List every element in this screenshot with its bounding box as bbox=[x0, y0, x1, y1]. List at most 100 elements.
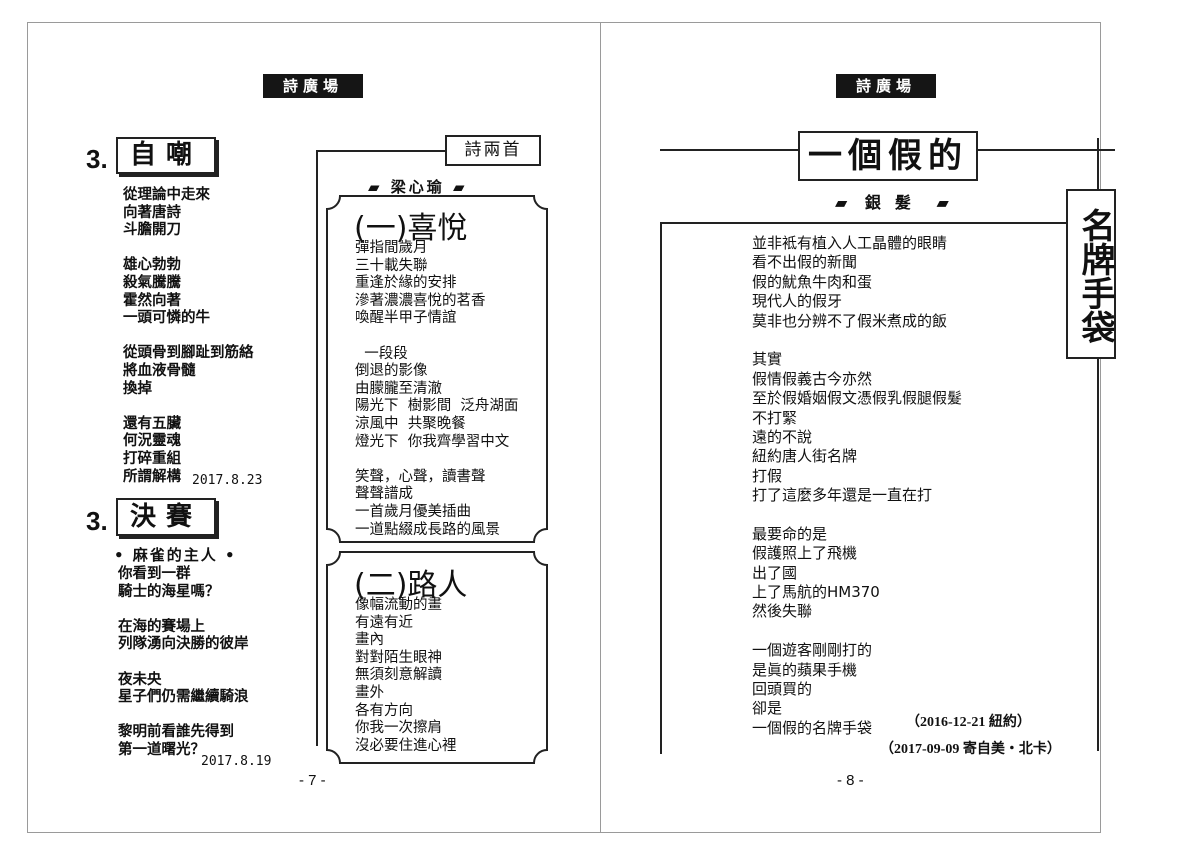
poem-line: 列隊湧向決勝的彼岸 bbox=[118, 636, 249, 653]
poem-line: 從理論中走來 bbox=[123, 187, 210, 203]
poem-line: 卻是 bbox=[752, 699, 783, 718]
page-number: - 8 - bbox=[837, 772, 864, 789]
square-ornament-icon: ▰ bbox=[936, 193, 955, 212]
poem-line: 星子們仍需繼續騎浪 bbox=[118, 689, 249, 706]
poem-line bbox=[123, 328, 254, 346]
poem-body: 你看到一群騎士的海星嗎？ 在海的賽場上列隊湧向決勝的彼岸夜未央星子們仍需繼續騎浪黎… bbox=[118, 566, 249, 760]
poem-line: 聲聲譜成 bbox=[355, 486, 413, 503]
poem-line: 然後失聯 bbox=[752, 602, 813, 621]
square-ornament-icon: ▰ bbox=[835, 193, 854, 212]
poem-line: 打假 bbox=[752, 466, 783, 485]
poem-line: 一段段 bbox=[355, 345, 408, 362]
poem-line: 像幅流動的畫 bbox=[355, 597, 442, 613]
poem-line bbox=[123, 398, 254, 416]
poem-line: 上了馬航的HM370 bbox=[752, 583, 880, 602]
poem-body: 彈指間歲月三十載失聯重逢於緣的安排滲著濃濃喜悅的茗香喚醒半甲子情誼 一段段倒退的… bbox=[355, 240, 518, 539]
poem-line: 遠的不說 bbox=[752, 427, 813, 446]
poem-line: 回頭買的 bbox=[752, 679, 813, 698]
poem-line bbox=[118, 654, 249, 672]
poem-line: 打碎重組 bbox=[123, 450, 181, 467]
poem-line: 雄心勃勃 bbox=[123, 257, 181, 274]
poem-line: 並非袛有植入人工晶體的眼睛 bbox=[752, 234, 948, 252]
poem-line: 一個遊客剛剛打的 bbox=[752, 641, 873, 660]
poem-title: (一)喜悅 bbox=[354, 211, 468, 246]
poem-line bbox=[752, 331, 962, 350]
poem-line: 燈光下 你我齊學習中文 bbox=[355, 433, 510, 450]
poem-side-title: 名牌手袋 bbox=[1066, 189, 1116, 359]
poem-subtitle: • 麻雀的主人 • bbox=[114, 546, 237, 564]
poem-line: 滲著濃濃喜悅的茗香 bbox=[355, 292, 486, 309]
poem-date: 2017.8.23 bbox=[192, 473, 263, 488]
poem-line: 現代人的假牙 bbox=[752, 292, 843, 311]
poem-line: 假的魷魚牛肉和蛋 bbox=[752, 272, 873, 291]
poem-line: 騎士的海星嗎？ bbox=[118, 583, 220, 600]
poem-line bbox=[118, 707, 249, 725]
poem-line bbox=[752, 505, 962, 524]
poem-body: 並非袛有植入人工晶體的眼睛看不出假的新聞假的魷魚牛肉和蛋現代人的假牙莫非也分辨不… bbox=[752, 234, 962, 738]
poem-line: 涼風中 共聚晚餐 bbox=[355, 415, 466, 432]
poem-line: 何況靈魂 bbox=[123, 433, 181, 450]
author-name: ▰ 梁心瑜 ▰ bbox=[368, 176, 468, 197]
frame-line bbox=[316, 150, 446, 152]
poem-line: 彈指間歲月 bbox=[355, 240, 428, 256]
poem-date: 2017.8.19 bbox=[201, 754, 272, 769]
poem-line: 至於假婚姻假文憑假乳假腿假髮 bbox=[752, 389, 963, 408]
square-ornament-icon: ▰ bbox=[368, 178, 383, 196]
poem-line: 三十載失聯 bbox=[355, 257, 428, 274]
poem-line: 看不出假的新聞 bbox=[752, 253, 858, 272]
poem-line: 陽光下 樹影間 泛舟湖面 bbox=[355, 398, 519, 415]
poem-line: 假情假義古今亦然 bbox=[752, 369, 873, 388]
poem-note: （2017-09-09 寄自美・北卡） bbox=[880, 742, 1061, 757]
poem-line: 喚醒半甲子情誼 bbox=[355, 310, 457, 327]
poem-line: 一個假的名牌手袋 bbox=[752, 718, 873, 737]
poem-line: 其實 bbox=[752, 350, 783, 369]
poem-line bbox=[355, 328, 518, 346]
poem-line: 打了這麼多年還是一直在打 bbox=[752, 486, 933, 505]
poem-line bbox=[752, 622, 962, 641]
poem-line: 你看到一群 bbox=[118, 566, 191, 582]
poem-line: 倒退的影像 bbox=[355, 363, 428, 380]
square-ornament-icon: ▰ bbox=[453, 178, 468, 196]
author-name-text: 銀髮 bbox=[864, 193, 925, 212]
poem-title: 決賽 bbox=[116, 498, 216, 536]
frame-line bbox=[660, 222, 1067, 224]
poem-title: 一個假的 bbox=[798, 131, 978, 181]
poem-title: (二)路人 bbox=[354, 568, 468, 603]
poem-line: 不打緊 bbox=[752, 408, 798, 427]
poem-line: 一道點綴成長路的風景 bbox=[355, 521, 500, 538]
poem-body: 像幅流動的畫有遠有近畫內對對陌生眼神無須刻意解讀畫外各有方向你我一次擦肩沒必要住… bbox=[355, 597, 457, 755]
poem-line: 殺氣騰騰 bbox=[123, 274, 181, 291]
poem-line: 在海的賽場上 bbox=[118, 618, 205, 635]
poem-line bbox=[123, 240, 254, 258]
poem-line: 第一道曙光？ bbox=[118, 741, 205, 758]
poem-line: 換掉 bbox=[123, 380, 152, 397]
poem-line: 向著唐詩 bbox=[123, 204, 181, 221]
poem-note: （2016-12-21 紐約） bbox=[906, 715, 1031, 730]
poem-line bbox=[118, 601, 249, 619]
poem-line: 重逢於緣的安排 bbox=[355, 275, 457, 292]
poem-line: 假護照上了飛機 bbox=[752, 544, 858, 563]
poem-line bbox=[355, 451, 518, 469]
section-label: 詩兩首 bbox=[445, 135, 541, 166]
section-header: 詩廣場 bbox=[263, 74, 363, 98]
poem-line: 莫非也分辨不了假米煮成的飯 bbox=[752, 311, 948, 330]
author-name-text: 梁心瑜 bbox=[390, 178, 445, 196]
poem-line: 笑聲，心聲，讀書聲 bbox=[355, 468, 486, 485]
poem-line: 無須刻意解讀 bbox=[355, 667, 442, 684]
poem-line: 從頭骨到腳趾到筋絡 bbox=[123, 345, 254, 362]
frame-line bbox=[1097, 138, 1099, 751]
poem-line: 將血液骨髓 bbox=[123, 362, 196, 379]
author-name: ▰ 銀髮 ▰ bbox=[835, 189, 955, 213]
poem-line: 夜未央 bbox=[118, 671, 162, 688]
poem-line: 所謂解構 bbox=[123, 468, 181, 485]
poem-line: 各有方向 bbox=[355, 702, 413, 719]
poem-title: 自嘲 bbox=[116, 137, 216, 174]
scalloped-frame bbox=[326, 195, 548, 543]
poem-line: 你我一次擦肩 bbox=[355, 720, 442, 737]
poem-line: 斗膽開刀 bbox=[123, 222, 181, 239]
poem-line: 黎明前看誰先得到 bbox=[118, 724, 234, 741]
poem-line: 還有五臟 bbox=[123, 415, 181, 432]
poem-number: 3. bbox=[86, 144, 108, 174]
poem-number: 3. bbox=[86, 506, 108, 536]
frame-line bbox=[660, 222, 662, 754]
